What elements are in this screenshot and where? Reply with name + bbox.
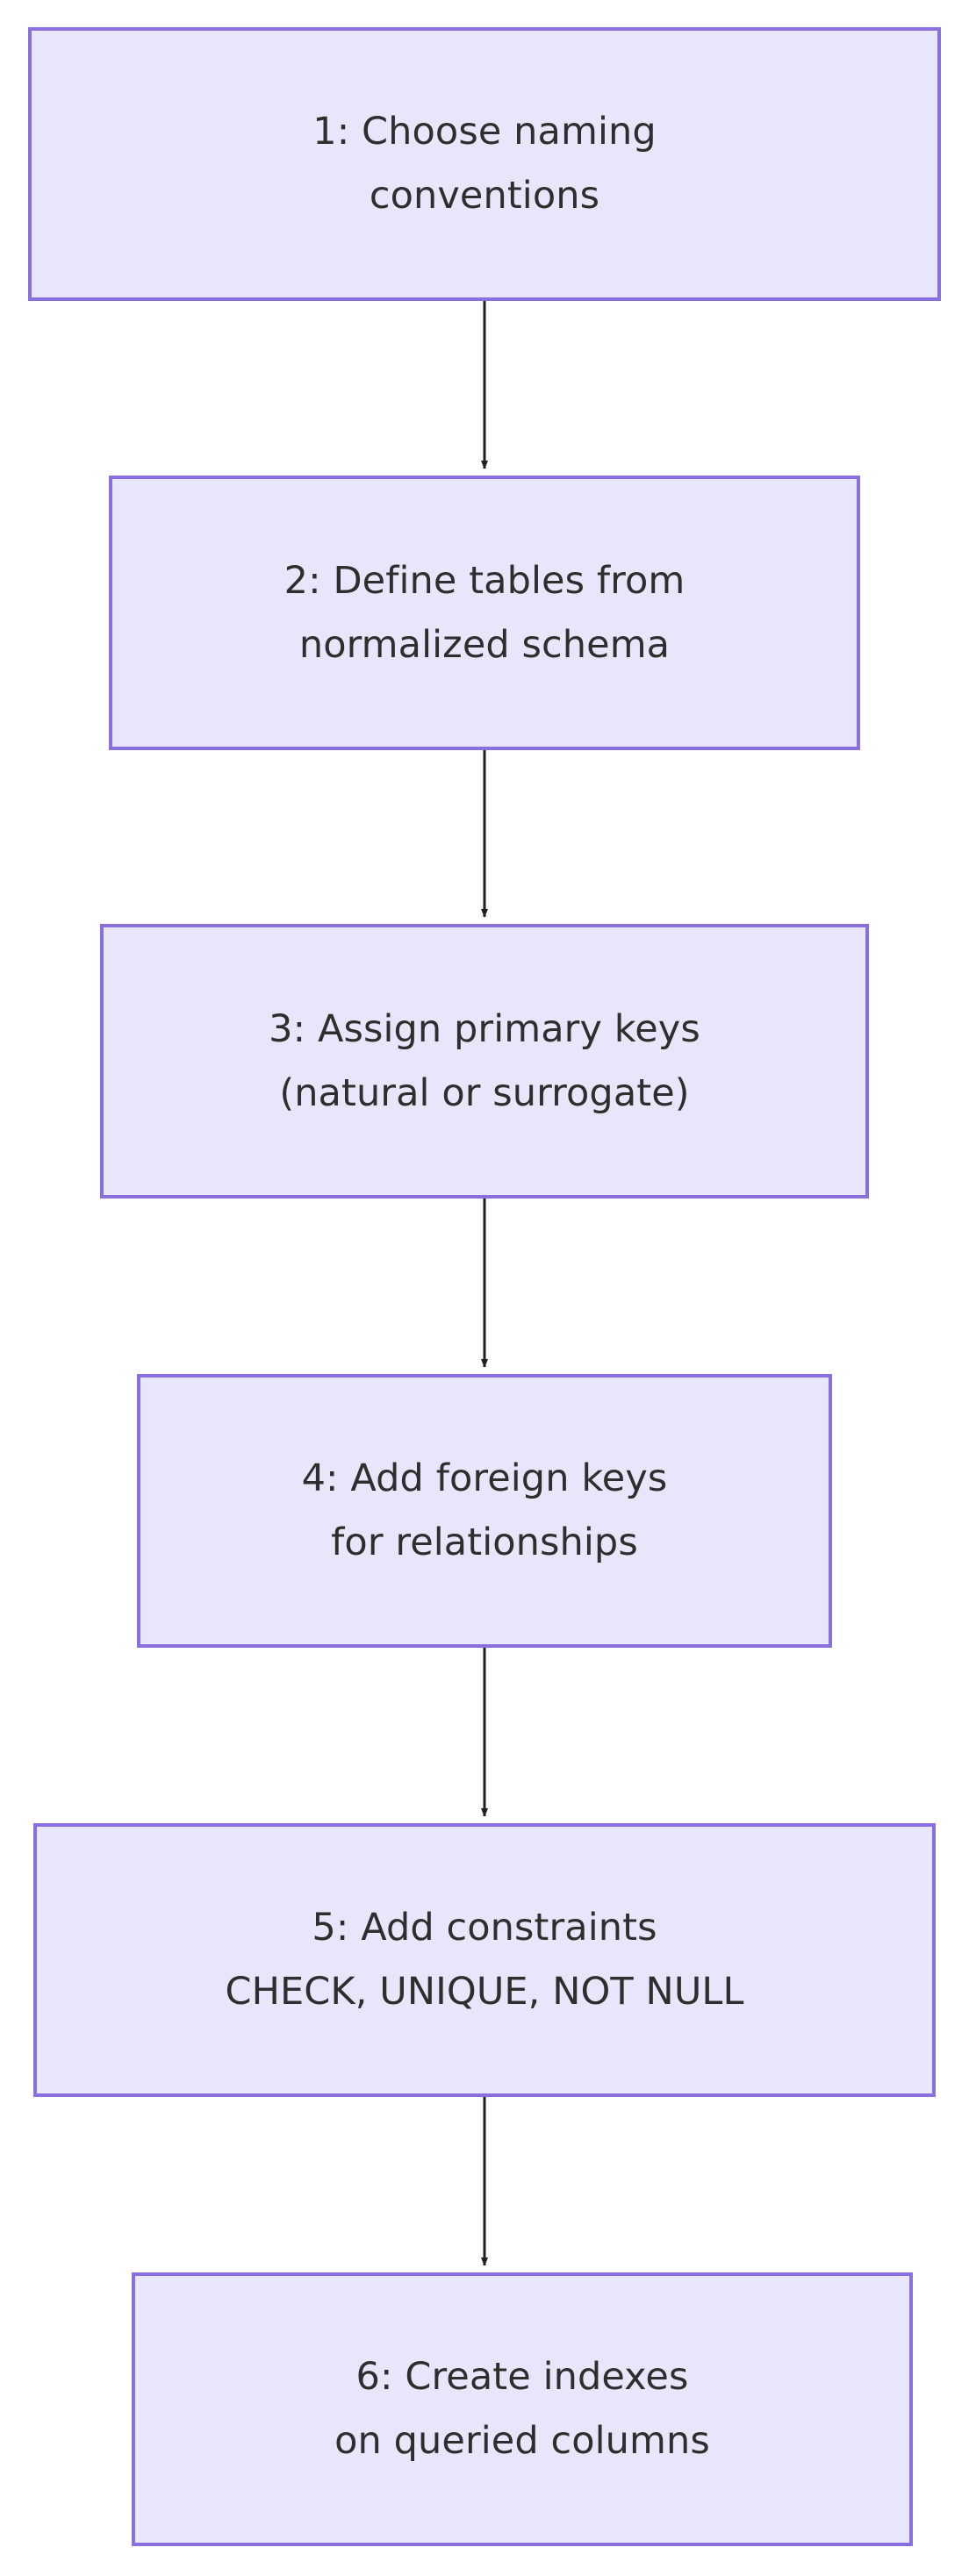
flow-node-label-line-2: conventions <box>369 174 600 218</box>
flow-node-add-constraints[interactable]: 5: Add constraints CHECK, UNIQUE, NOT NU… <box>33 1823 936 2097</box>
flow-node-label-line-1: 6: Create indexes <box>355 2355 689 2399</box>
flow-node-label-line-2: on queried columns <box>334 2419 710 2463</box>
flow-node-label-line-1: 5: Add constraints <box>312 1906 657 1950</box>
flow-node-add-foreign-keys[interactable]: 4: Add foreign keys for relationships <box>137 1374 832 1648</box>
flow-node-label-line-2: normalized schema <box>298 622 671 667</box>
flow-node-label-line-2: for relationships <box>331 1521 638 1564</box>
flow-node-label-line-1: 4: Add foreign keys <box>301 1456 668 1500</box>
flow-node-label-line-2: CHECK, UNIQUE, NOT NULL <box>225 1970 744 2014</box>
flow-node-label-line-1: 2: Define tables from <box>284 558 685 603</box>
flow-node-assign-primary-keys[interactable]: 3: Assign primary keys (natural or surro… <box>100 924 869 1199</box>
flow-node-label-line-2: (natural or surrogate) <box>279 1070 690 1115</box>
flow-node-label-line-1: 1: Choose naming <box>312 110 657 154</box>
flow-node-choose-naming-conventions[interactable]: 1: Choose naming conventions <box>28 27 941 301</box>
flow-node-create-indexes[interactable]: 6: Create indexes on queried columns <box>132 2272 913 2546</box>
flow-node-label-line-1: 3: Assign primary keys <box>269 1006 700 1051</box>
flow-node-define-tables[interactable]: 2: Define tables from normalized schema <box>109 476 860 750</box>
